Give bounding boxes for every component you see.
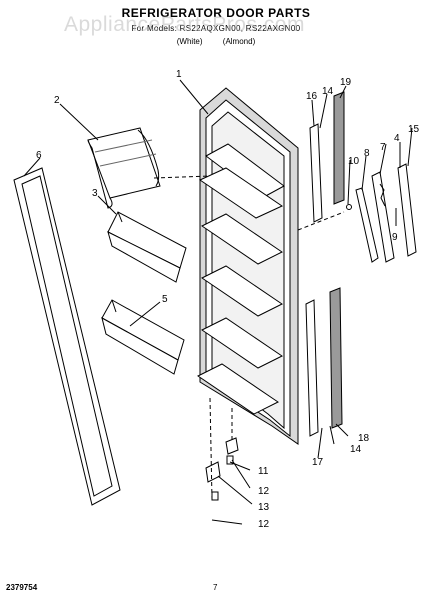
part-callouts: 1 2 3 4 5 6 7 8 9 10 11 12 12 13 14 14 1… xyxy=(36,69,420,530)
page-number: 7 xyxy=(213,583,218,592)
callout-17: 17 xyxy=(312,457,324,468)
callout-16: 16 xyxy=(306,91,318,102)
color-variants: (White) (Almond) xyxy=(0,37,432,46)
callout-14a: 14 xyxy=(322,86,334,97)
document-number: 2379754 xyxy=(6,583,38,592)
handle-and-hinge-parts xyxy=(346,163,417,263)
callout-10: 10 xyxy=(348,156,360,167)
callout-18: 18 xyxy=(358,433,370,444)
upper-trim-strips xyxy=(309,91,345,223)
leader-lines xyxy=(23,79,413,525)
color-white: (White) xyxy=(176,37,203,46)
callout-12b: 12 xyxy=(258,519,270,530)
callout-3: 3 xyxy=(92,188,98,199)
door-shelves xyxy=(197,143,285,415)
callout-4: 4 xyxy=(394,133,400,144)
callout-5: 5 xyxy=(162,294,168,305)
callout-19: 19 xyxy=(340,77,352,88)
large-door-bin-part xyxy=(101,299,185,375)
watermark: AppliancePartsPros.com xyxy=(64,13,305,36)
callout-12a: 12 xyxy=(258,486,270,497)
callout-2: 2 xyxy=(54,95,60,106)
small-door-bin-part xyxy=(107,211,187,283)
callout-1: 1 xyxy=(176,69,182,80)
callout-13: 13 xyxy=(258,502,270,513)
callout-14b: 14 xyxy=(350,444,362,455)
hardware-parts xyxy=(205,437,239,501)
model-list: For Models: RS22AQXGN00, RS22AXGN00 xyxy=(131,24,301,33)
diagram-title: REFRIGERATOR DOOR PARTS xyxy=(121,6,311,20)
lower-trim-strips xyxy=(305,287,343,437)
callout-8: 8 xyxy=(364,148,370,159)
color-almond: (Almond) xyxy=(222,37,256,46)
callout-15: 15 xyxy=(408,124,420,135)
door-gasket-part xyxy=(13,167,121,506)
dairy-door-part xyxy=(87,127,161,209)
callout-6: 6 xyxy=(36,150,42,161)
callout-7: 7 xyxy=(380,142,386,153)
callout-11: 11 xyxy=(258,466,269,477)
callout-9: 9 xyxy=(392,232,398,243)
